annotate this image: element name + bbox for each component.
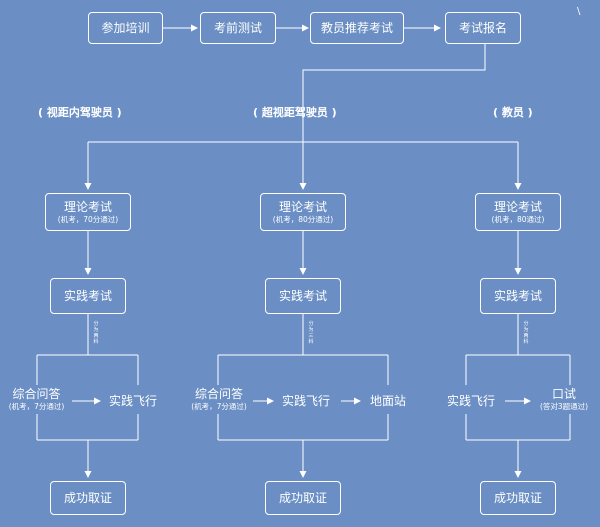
step-label: 考试报名 — [458, 21, 507, 35]
box-title: 成功取证 — [493, 491, 542, 505]
step-label: 教员推荐考试 — [320, 21, 393, 35]
col2-practice-exam: 实践考试 — [265, 278, 341, 314]
box-title: 理论考试 — [63, 199, 112, 214]
item-title: 实践飞行 — [108, 394, 157, 408]
item-title: 综合问答 — [194, 387, 243, 401]
item-title: 地面站 — [369, 394, 406, 408]
col2-theory-exam: 理论考试 (机考，80分通过) — [260, 193, 346, 231]
col1-comprehensive-qa: 综合问答 (机考，7分通过) — [3, 387, 70, 412]
col2-comprehensive-qa: 综合问答 (机考，7分通过) — [186, 387, 252, 412]
corner-mark: \ — [577, 6, 581, 17]
item-note: (机考，7分通过) — [8, 402, 65, 411]
item-note: (答对3题通过) — [539, 402, 589, 411]
col1-theory-exam: 理论考试 (机考，70分通过) — [45, 193, 131, 231]
connector-registration — [302, 44, 486, 142]
col2-certified: 成功取证 — [265, 481, 341, 515]
box-title: 理论考试 — [278, 199, 327, 214]
item-title: 实践飞行 — [446, 394, 495, 408]
col3-oral-exam: 口试 (答对3题通过) — [532, 387, 596, 412]
header-instructor: ( 教员 ) — [493, 106, 533, 119]
step-exam-registration: 考试报名 — [445, 12, 521, 44]
box-note: (机考，80通过) — [491, 214, 545, 224]
col1-certified: 成功取证 — [50, 481, 126, 515]
box-title: 实践考试 — [63, 289, 112, 303]
item-title: 综合问答 — [12, 387, 61, 401]
step-attend-training: 参加培训 — [88, 12, 163, 44]
header-bvlos-pilot: ( 超视距驾驶员 ) — [253, 106, 337, 119]
box-note: (机考，80分通过) — [272, 214, 334, 224]
item-title: 口试 — [551, 387, 576, 401]
col2-split-note: 分为三科 — [308, 321, 314, 345]
col3-practice-exam: 实践考试 — [480, 278, 556, 314]
box-title: 实践考试 — [278, 289, 327, 303]
step-instructor-recommend: 教员推荐考试 — [310, 12, 404, 44]
col3-certified: 成功取证 — [480, 481, 556, 515]
col3-theory-exam: 理论考试 (机考，80通过) — [475, 193, 561, 231]
col1-split-note: 分为两科 — [93, 321, 99, 345]
box-title: 理论考试 — [493, 199, 542, 214]
col1-practice-exam: 实践考试 — [50, 278, 126, 314]
step-pre-test: 考前测试 — [200, 12, 276, 44]
box-note: (机考，70分通过) — [57, 214, 119, 224]
box-title: 实践考试 — [493, 289, 542, 303]
col3-split-note: 分为两科 — [523, 321, 529, 345]
box-title: 成功取证 — [278, 491, 327, 505]
col1-practical-flight: 实践飞行 — [104, 394, 162, 408]
item-title: 实践飞行 — [281, 394, 330, 408]
box-title: 成功取证 — [63, 491, 112, 505]
header-vlos-pilot: ( 视距内驾驶员 ) — [38, 106, 122, 119]
step-label: 考前测试 — [213, 21, 262, 35]
col2-ground-station: 地面站 — [362, 394, 414, 408]
col2-practical-flight: 实践飞行 — [277, 394, 335, 408]
item-note: (机考，7分通过) — [191, 402, 247, 411]
step-label: 参加培训 — [101, 21, 150, 35]
col3-practical-flight: 实践飞行 — [442, 394, 500, 408]
